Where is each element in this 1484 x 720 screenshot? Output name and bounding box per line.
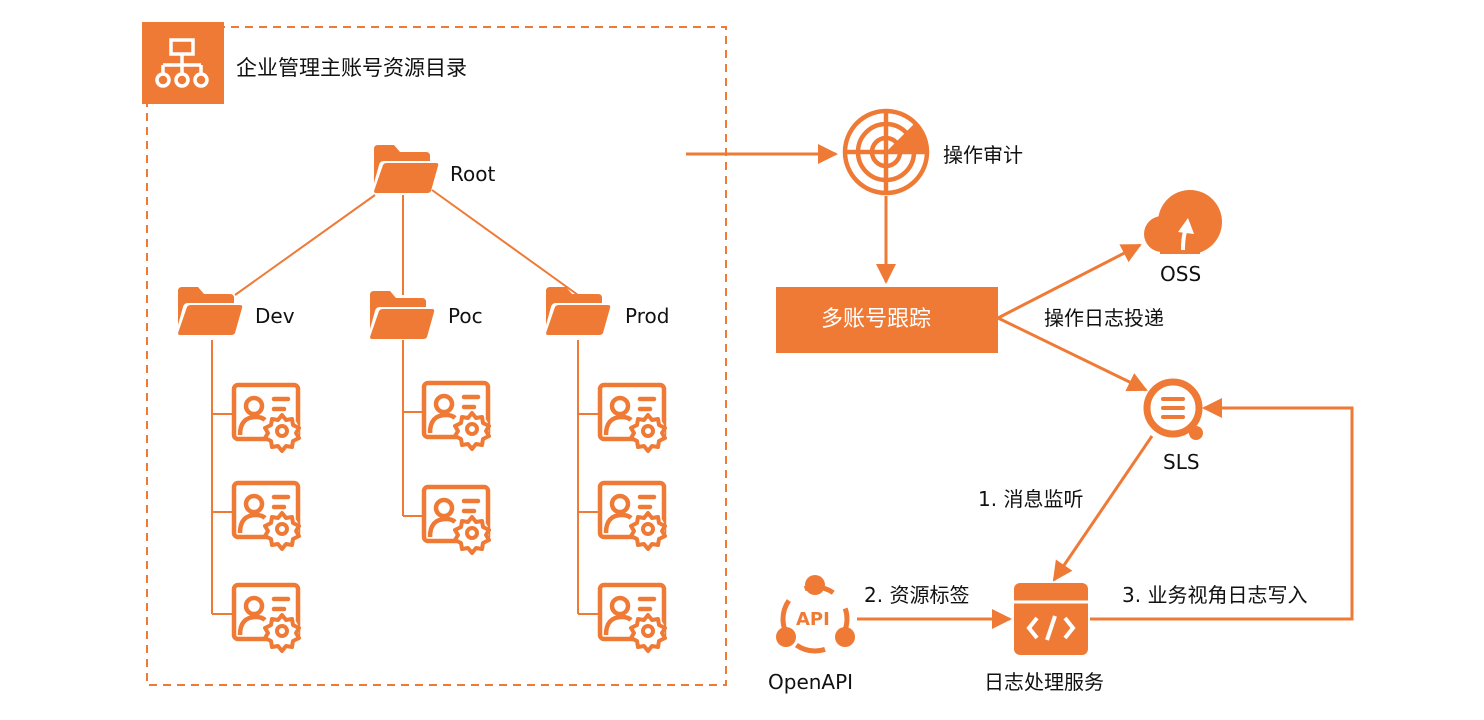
account-settings-icon [424,487,489,553]
arrow-to-oss [997,243,1142,320]
directory-boundary [146,26,727,686]
org-chart-icon [142,22,224,104]
step-3-label: 3. 业务视角日志写入 [1122,583,1308,607]
account-settings-icon [600,483,665,549]
code-window-icon [1014,583,1088,655]
folder-icon-prod [546,287,611,335]
folder-label-poc: Poc [448,304,483,328]
folder-label-prod: Prod [625,304,670,328]
arrow-service-to-sls [1090,398,1354,621]
folder-icon-poc [370,291,435,339]
step-2-label: 2. 资源标签 [864,583,970,607]
tracking-label: 多账号跟踪 [821,307,932,332]
folder-label-root: Root [450,162,496,186]
account-settings-icon [234,483,299,549]
openapi-label: OpenAPI [768,670,854,694]
tree-connectors [211,189,598,615]
account-settings-icon [234,385,299,451]
account-settings-icon [424,383,489,449]
api-icon [776,575,855,654]
audit-label: 操作审计 [943,143,1023,167]
radar-icon [842,108,930,196]
cloud-upload-icon [1144,190,1222,254]
step-1-label: 1. 消息监听 [978,487,1084,511]
arrow-sls-to-service [1052,435,1154,582]
account-settings-icon [234,585,299,651]
folder-icon-dev [178,287,243,335]
log-search-icon [1143,378,1203,440]
log-service-label: 日志处理服务 [984,670,1104,694]
tracking-box [776,287,998,353]
account-settings-icon [600,385,665,451]
flow-arrows [686,144,1354,629]
arrow-to-sls [997,316,1148,392]
api-icon-text: API [796,609,830,630]
account-settings-icon [600,585,665,651]
sls-label: SLS [1163,450,1200,474]
folder-icon-root [374,145,439,193]
folder-label-dev: Dev [255,304,295,328]
oss-label: OSS [1160,262,1202,286]
delivery-label: 操作日志投递 [1044,306,1164,330]
directory-title: 企业管理主账号资源目录 [236,56,467,80]
